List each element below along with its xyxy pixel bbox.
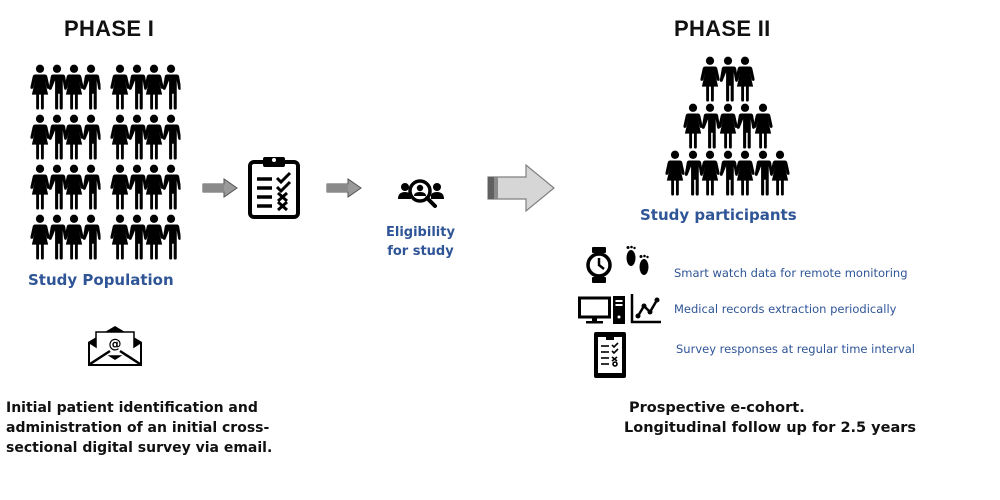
- phase-1-title: PHASE I: [64, 16, 155, 41]
- person-male-icon: [161, 164, 181, 210]
- svg-text:@: @: [109, 337, 122, 352]
- study-population-label: Study Population: [28, 271, 174, 289]
- eligibility-label-line: for study: [387, 244, 454, 259]
- phase-1-caption: Initial patient identification and admin…: [6, 398, 272, 458]
- flow-arrow-2: [326, 178, 362, 198]
- data-source-survey-label: Survey responses at regular time interva…: [676, 342, 915, 356]
- clipboard-checklist-icon: [247, 155, 301, 219]
- person-female-icon: [735, 56, 755, 102]
- person-male-icon: [81, 164, 101, 210]
- phase-2-caption-line: Prospective e-cohort.: [629, 400, 805, 416]
- data-source-medical-records-label: Medical records extraction periodically: [674, 302, 897, 316]
- study-population-crowd: [30, 64, 190, 264]
- smartwatch-icon: [585, 247, 613, 287]
- eligibility-label: Eligibility for study: [386, 223, 455, 261]
- person-male-icon: [81, 64, 101, 110]
- desktop-computer-icon: [578, 296, 628, 328]
- eligibility-label-line: Eligibility: [386, 225, 455, 240]
- footprints-icon: [624, 245, 652, 283]
- study-participants-pyramid: [660, 56, 810, 196]
- study-participants-label: Study participants: [640, 206, 797, 224]
- person-female-icon: [770, 150, 790, 196]
- person-female-icon: [753, 103, 773, 149]
- phase-2-caption: Prospective e-cohort. Longitudinal follo…: [624, 398, 916, 438]
- phase-2-title: PHASE II: [674, 16, 771, 41]
- email-at-icon: @: [86, 324, 144, 368]
- phase-transition-arrow: [485, 163, 557, 213]
- line-chart-icon: [630, 294, 662, 328]
- person-male-icon: [161, 64, 181, 110]
- flow-arrow-1: [202, 178, 238, 198]
- phase-1-caption-line: administration of an initial cross-: [6, 420, 270, 436]
- data-source-smartwatch-label: Smart watch data for remote monitoring: [674, 266, 908, 280]
- phase-2-caption-line: Longitudinal follow up for 2.5 years: [624, 420, 917, 436]
- phase-1-caption-line: Initial patient identification and: [6, 400, 258, 416]
- people-search-icon: [397, 177, 445, 209]
- person-male-icon: [161, 114, 181, 160]
- tablet-survey-icon: [594, 332, 626, 382]
- person-male-icon: [81, 214, 101, 260]
- person-male-icon: [161, 214, 181, 260]
- phase-1-caption-line: sectional digital survey via email.: [6, 440, 273, 456]
- person-male-icon: [81, 114, 101, 160]
